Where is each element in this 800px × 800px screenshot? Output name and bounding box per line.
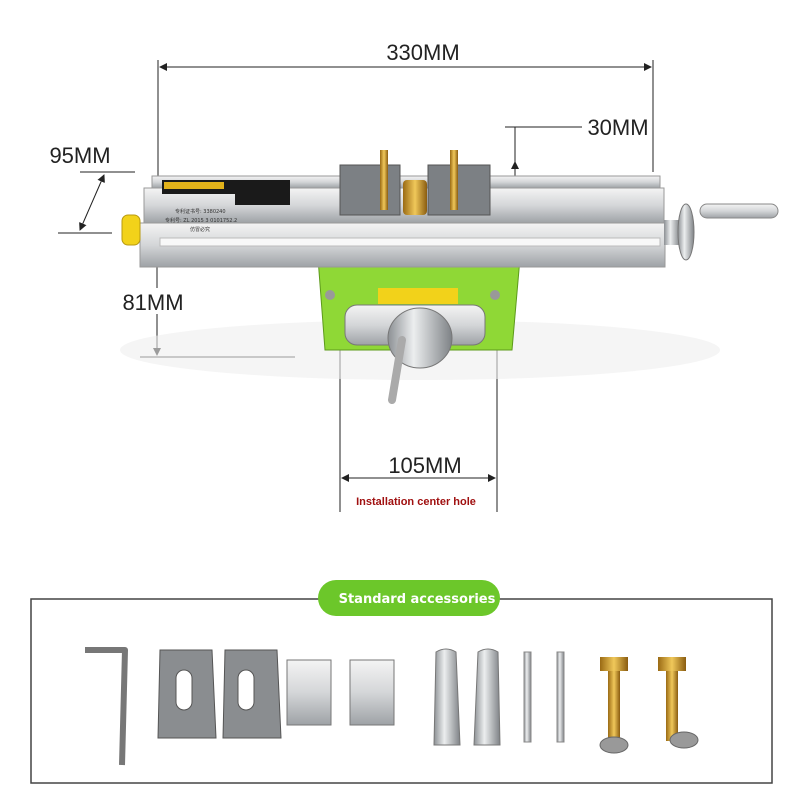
brass-nut	[403, 180, 427, 215]
dimension-length: 330MM	[157, 40, 654, 178]
bolt-with-nut	[599, 657, 629, 754]
yellow-slide	[378, 288, 458, 304]
long-screw	[556, 651, 565, 743]
cross-slide-table: 专利证书号: 3380240 专利号: ZL 2015 3 0101752.2 …	[120, 150, 779, 404]
dimension-width: 95MM	[49, 143, 135, 234]
vise-jaw-left	[339, 164, 401, 216]
tapered-pin	[433, 648, 461, 746]
bolt-with-nut	[658, 657, 699, 749]
table-label-1: 专利证书号: 3380240	[175, 208, 226, 215]
vise-jaw-right	[427, 164, 491, 216]
serrated-block	[349, 659, 395, 726]
long-screw	[523, 651, 532, 743]
accessories-badge	[318, 580, 500, 616]
accessories-panel: Standard accessories	[30, 580, 773, 784]
serrated-block	[286, 659, 332, 726]
width-label: 95MM	[49, 143, 110, 168]
scale	[159, 237, 661, 247]
tapered-pin	[473, 648, 501, 746]
handwheel-right	[677, 203, 695, 261]
length-label: 330MM	[386, 40, 459, 65]
yellow-knob	[121, 214, 141, 246]
handle-front	[388, 336, 406, 404]
accessories-title: Standard accessories	[339, 592, 496, 607]
height-label: 81MM	[122, 290, 183, 315]
clamp-plate	[222, 649, 282, 739]
hole-spacing-label: 105MM	[388, 453, 461, 478]
jaw-height-label: 30MM	[587, 115, 648, 140]
clamp-plate	[157, 649, 217, 739]
table-label-2: 专利号: ZL 2015 3 0101752.2	[165, 217, 237, 224]
table-label-3: 仿冒必究	[190, 226, 210, 233]
dimension-hole-spacing: 105MM Installation center hole	[339, 290, 498, 512]
handwheel-front	[387, 307, 453, 369]
hole-note: Installation center hole	[356, 496, 476, 508]
handle-right	[699, 203, 779, 219]
hex-key	[85, 647, 128, 766]
